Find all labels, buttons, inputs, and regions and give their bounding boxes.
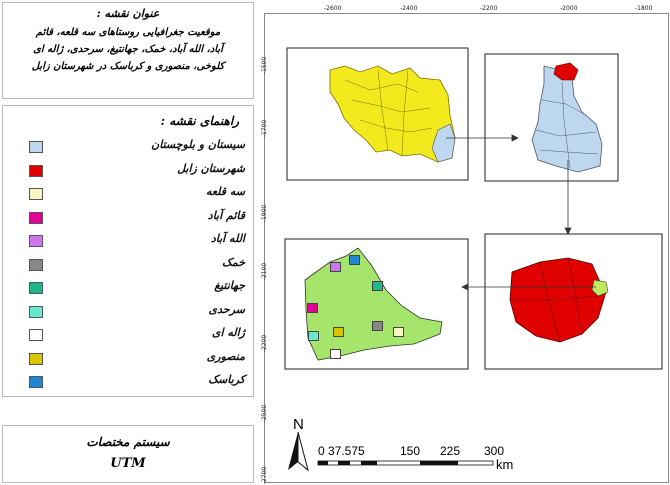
scale-label: 37.575 [328,444,365,458]
legend-swatch [29,329,43,341]
village-marker [372,321,383,331]
legend-swatch [29,258,43,271]
sistan-in-iran [431,123,456,163]
x-tick-label: -1800 [635,5,653,12]
legend-item: سه قلعه [9,185,245,203]
scale-label: 300 [484,444,505,458]
legend-swatch [29,352,43,365]
scale-label: 0 [318,444,325,458]
legend-item: خمک [9,256,245,274]
scale-label: 150 [400,444,421,458]
flow-arrows [446,134,596,291]
map-title-heading: عنوان نقشه : [96,7,160,20]
legend-swatch [29,235,43,247]
sistan-county-lines [535,81,599,169]
sistan-map [531,65,603,173]
legend-label: شهرستان زابل [177,161,245,175]
legend-label: سیستان و بلوچستان [151,138,245,151]
legend-swatch [29,164,43,177]
legend-item: قائم آباد [9,209,245,227]
legend-item: سرحدی [9,303,245,321]
coord-system-value: UTM [110,456,146,471]
legend-item: کرباسک [9,373,245,391]
legend-swatch [29,188,43,200]
map-title-line2: آباد، الله آباد، خمک، جهانتیغ، سرحدی، ژا… [33,44,223,55]
x-tick-label: -2600 [324,5,342,12]
map-frame [264,13,669,483]
x-tick-label: -2200 [480,5,498,12]
legend-label: قائم آباد [207,208,245,222]
village-marker [330,349,341,359]
legend-label: سرحدی [208,302,245,316]
legend-label: سه قلعه [205,185,245,198]
village-marker [330,262,341,272]
legend-box: راهنمای نقشه : سیستان و بلوچستان شهرستان … [2,105,254,397]
legend-swatch [29,305,43,318]
village-marker [307,303,318,313]
legend-swatch [29,141,43,153]
legend-item: منصوری [9,350,245,368]
coord-system-box: سیستم مختصات UTM [2,425,254,483]
village-marker [333,327,344,337]
map-title-line3: کلوخی، منصوری و کرباسک در شهرستان زابل [31,61,225,72]
legend-label: منصوری [206,349,245,363]
legend-item: جهانتیغ [9,279,245,297]
legend-item: ژاله ای [9,326,245,344]
map-title-line1: موقعیت جغرافیایی روستاهای سه قلعه، قائم [35,27,221,38]
scale-label: 225 [440,444,461,458]
north-label: N [293,416,304,433]
village-marker [349,255,360,265]
iran-province-lines [344,69,433,157]
north-arrow-icon [288,431,309,472]
scale-unit: km [496,457,514,472]
study-area-in-zabol [591,279,609,297]
map-title-box: عنوان نقشه : موقعیت جغرافیایی روستاهای س… [2,2,254,99]
village-marker [372,281,383,291]
x-tick-label: -2400 [400,5,418,12]
legend-swatch [29,282,43,294]
legend-heading: راهنمای نقشه : [160,114,239,128]
coord-system-heading: سیستم مختصات [86,435,170,449]
village-marker [393,327,404,337]
legend-item: سیستان و بلوچستان [9,138,245,156]
legend-label: خمک [221,255,245,269]
legend-label: کرباسک [208,373,245,386]
legend-item: الله آباد [9,232,245,250]
x-tick-label: -2000 [560,5,578,12]
legend-label: ژاله ای [211,326,245,339]
legend-item: شهرستان زابل [9,162,245,180]
scale-bar [317,460,494,466]
legend-swatch [29,211,43,224]
legend-swatch [29,376,43,388]
legend-label: الله آباد [210,232,245,245]
legend-label: جهانتیغ [214,279,245,292]
village-marker [308,331,319,341]
zabol-in-sistan [553,62,579,81]
zabol-district-lines [512,257,599,343]
